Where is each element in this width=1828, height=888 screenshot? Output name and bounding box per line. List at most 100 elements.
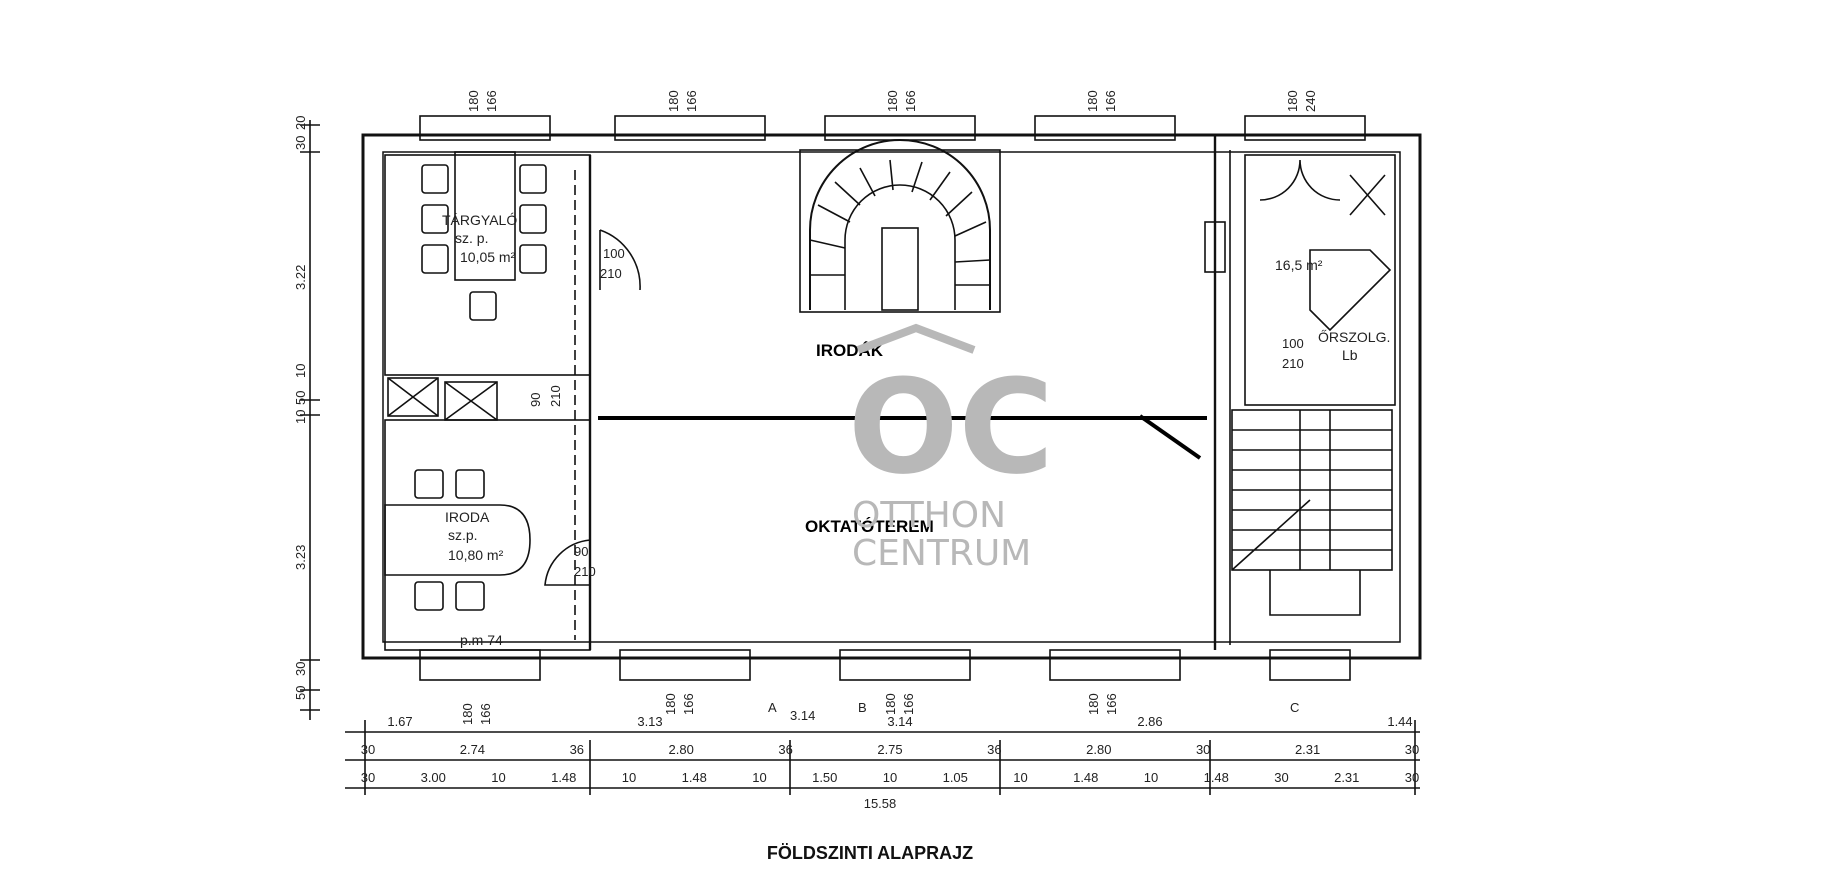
vertical-dim: 3.22 bbox=[293, 265, 308, 290]
dim-label: 3.13 bbox=[637, 714, 662, 729]
section-mark-c: C bbox=[1290, 700, 1299, 715]
dim-label: 30 bbox=[361, 770, 375, 785]
vertical-dim: 20 bbox=[293, 116, 308, 130]
dim-label: 30 bbox=[1196, 742, 1210, 757]
office-desk bbox=[384, 504, 531, 576]
dim-label: 2.74 bbox=[460, 742, 485, 757]
dim-label: 1.48 bbox=[1073, 770, 1098, 785]
dim-label: 1.48 bbox=[1204, 770, 1229, 785]
staircase bbox=[799, 149, 1001, 313]
watermark-line2: CENTRUM bbox=[852, 533, 1031, 574]
meeting-room bbox=[384, 154, 591, 376]
plan-caption: FÖLDSZINTI ALAPRAJZ bbox=[766, 843, 974, 863]
office-room-sub: sz.p. bbox=[448, 527, 478, 543]
window-bottom-3 bbox=[839, 649, 971, 681]
pm-label: p.m 74 bbox=[460, 632, 503, 648]
right-room bbox=[1244, 154, 1396, 406]
window-dim: 180 bbox=[1285, 90, 1300, 112]
office-room-name: IRODA bbox=[445, 509, 490, 525]
dim-label: 30 bbox=[1405, 742, 1419, 757]
window-dim: 166 bbox=[901, 693, 916, 715]
vertical-dim: 10 bbox=[293, 364, 308, 378]
dim-label: 36 bbox=[570, 742, 584, 757]
window-dim: 166 bbox=[484, 90, 499, 112]
dim-label: 3.14 bbox=[887, 714, 912, 729]
door-label: 100 bbox=[1282, 336, 1304, 351]
meeting-room-name: TÁRGYALÓ bbox=[442, 212, 517, 228]
right-room-area: 16,5 m² bbox=[1275, 257, 1323, 273]
door-label: 210 bbox=[548, 385, 563, 407]
window-bottom-1 bbox=[419, 649, 541, 681]
meeting-room-area: 10,05 m² bbox=[460, 249, 516, 265]
door-label: 210 bbox=[574, 564, 596, 579]
dim-label: 1.67 bbox=[387, 714, 412, 729]
total-dim: 15.58 bbox=[864, 796, 897, 811]
dim-label: 10 bbox=[622, 770, 636, 785]
window-top-2 bbox=[614, 115, 766, 141]
window-dim: 180 bbox=[1085, 90, 1100, 112]
vertical-dim: 3.23 bbox=[293, 545, 308, 570]
door-meeting bbox=[599, 229, 641, 291]
dim-label: 2.86 bbox=[1137, 714, 1162, 729]
door-label: 90 bbox=[574, 544, 588, 559]
vertical-dim: 30 bbox=[293, 662, 308, 676]
dim-label: 2.80 bbox=[669, 742, 694, 757]
shaft-1 bbox=[387, 377, 439, 417]
shaft-2 bbox=[444, 381, 498, 421]
vertical-dim: 30 bbox=[293, 136, 308, 150]
vertical-dim: 50 bbox=[293, 391, 308, 405]
dim-label: 3.00 bbox=[421, 770, 446, 785]
vertical-dim: 10 bbox=[293, 410, 308, 424]
window-dim: 180 bbox=[885, 90, 900, 112]
dim-label: 1.44 bbox=[1387, 714, 1412, 729]
window-dim: 240 bbox=[1303, 90, 1318, 112]
window-dim: 166 bbox=[684, 90, 699, 112]
watermark-line1: OTTHON bbox=[852, 495, 1006, 536]
dim-label: 10 bbox=[1144, 770, 1158, 785]
watermark: OC OTTHON CENTRUM bbox=[848, 323, 1054, 574]
window-bottom-2 bbox=[619, 649, 751, 681]
door-label: 210 bbox=[1282, 356, 1304, 371]
door-office bbox=[544, 539, 591, 586]
dim-label: 1.48 bbox=[551, 770, 576, 785]
partition-wall bbox=[598, 416, 1207, 420]
dim-label: 1.05 bbox=[943, 770, 968, 785]
window-dim: 180 bbox=[883, 693, 898, 715]
window-dim: 180 bbox=[1086, 693, 1101, 715]
window-dim: 180 bbox=[663, 693, 678, 715]
dim-label: 10 bbox=[491, 770, 505, 785]
window-bottom-5 bbox=[1269, 649, 1351, 681]
door-label: 90 bbox=[528, 393, 543, 407]
dim-label: 36 bbox=[778, 742, 792, 757]
orszolg-label: ŐRSZOLG. bbox=[1318, 329, 1390, 345]
dim-label: 1.50 bbox=[812, 770, 837, 785]
dim-label: 10 bbox=[1013, 770, 1027, 785]
dim-label: 36 bbox=[987, 742, 1001, 757]
window-top-5 bbox=[1244, 115, 1366, 141]
dim-label: 2.31 bbox=[1334, 770, 1359, 785]
door-label: 210 bbox=[600, 266, 622, 281]
window-dim: 166 bbox=[1103, 90, 1118, 112]
window-bottom-4 bbox=[1049, 649, 1181, 681]
vertical-dim: 50 bbox=[293, 686, 308, 700]
watermark-mark: OC bbox=[848, 351, 1054, 503]
meeting-room-sub: sz. p. bbox=[455, 230, 488, 246]
section-mark-a: A bbox=[768, 700, 777, 715]
dim-label: 2.80 bbox=[1086, 742, 1111, 757]
zone-lower-label: OKTATÓTEREM bbox=[805, 517, 934, 536]
meeting-table bbox=[454, 151, 516, 281]
window-dim: 166 bbox=[903, 90, 918, 112]
house-roof-icon bbox=[856, 323, 976, 354]
section-mark-b: B bbox=[858, 700, 867, 715]
outer-wall bbox=[361, 133, 1422, 660]
dim-label: 2.75 bbox=[877, 742, 902, 757]
window-top-1 bbox=[419, 115, 551, 141]
bottom-window-dim: 3.14 bbox=[790, 708, 815, 723]
dim-label: 10 bbox=[883, 770, 897, 785]
lb-label: Lb bbox=[1342, 347, 1358, 363]
window-dim: 166 bbox=[1104, 693, 1119, 715]
dim-label: 30 bbox=[1405, 770, 1419, 785]
window-dim: 180 bbox=[466, 90, 481, 112]
window-dim: 180 bbox=[460, 703, 475, 725]
